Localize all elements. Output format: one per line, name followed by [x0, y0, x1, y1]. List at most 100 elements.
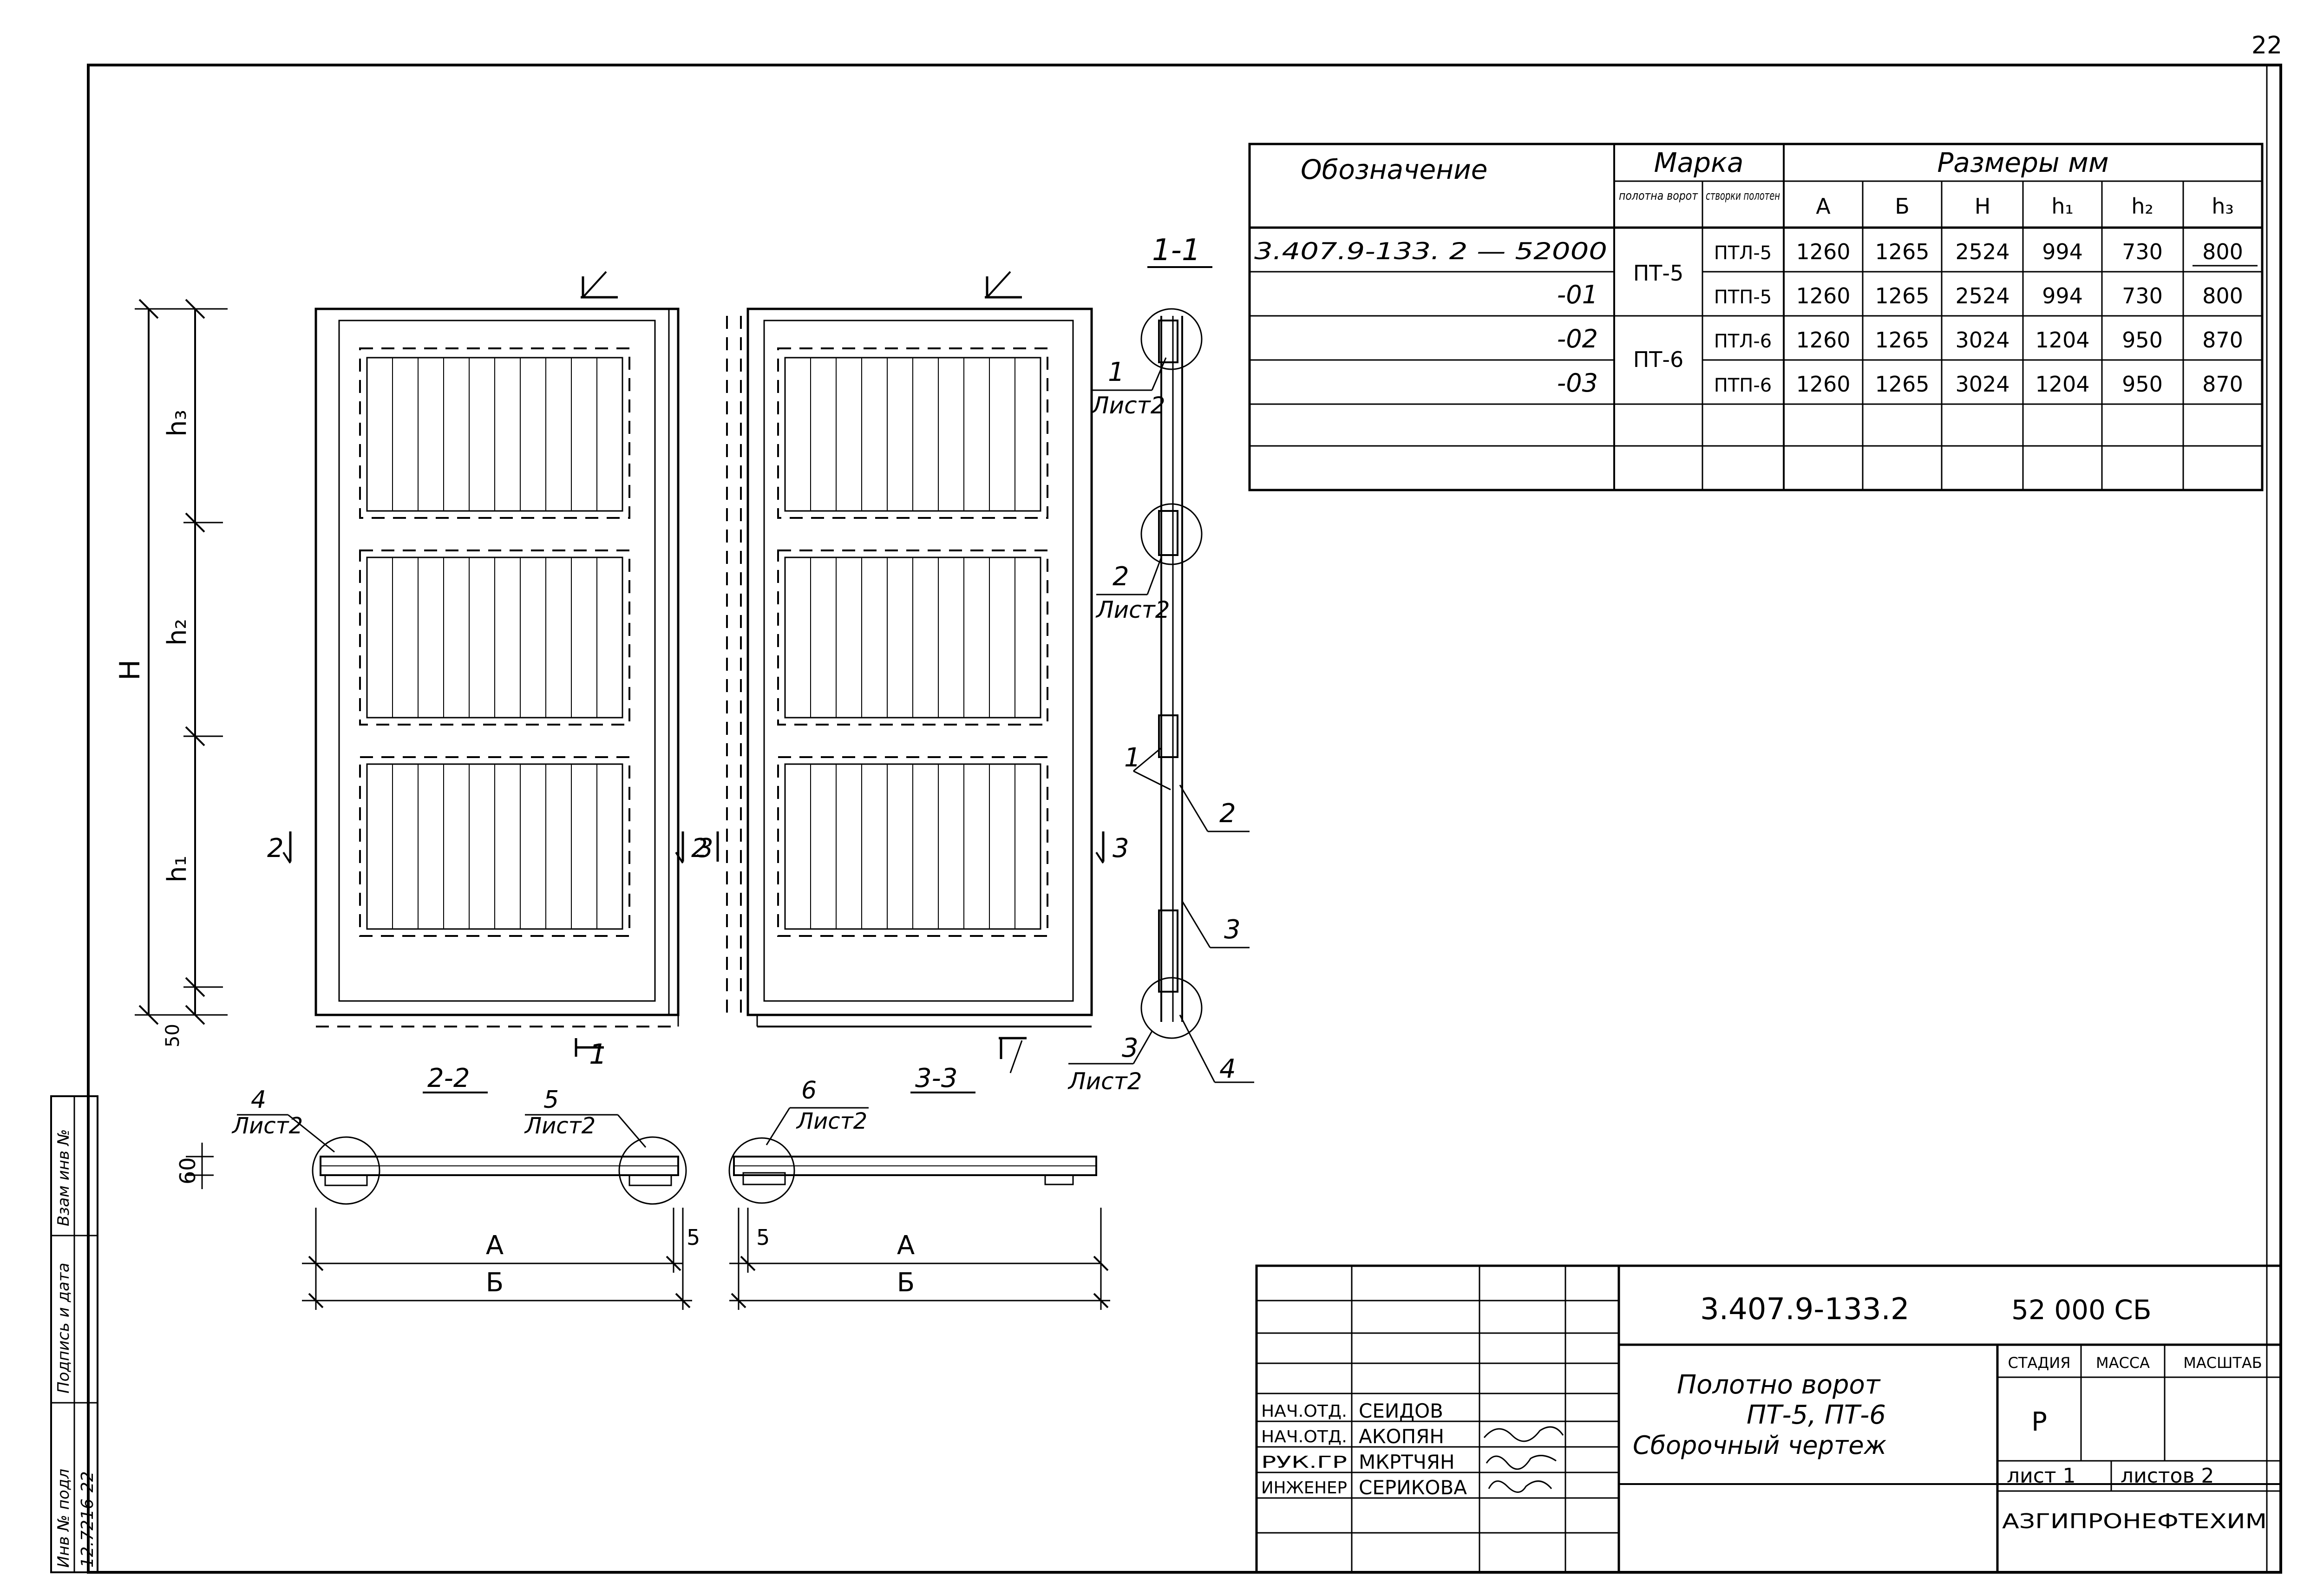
section-cut-2-label: 2: [267, 833, 284, 863]
spec-cell: 994: [2042, 283, 2083, 308]
section-2-callout-5-sheet: Лист2: [524, 1113, 596, 1139]
sheet-frame: 22: [87, 32, 2282, 1574]
spec-cell: 1265: [1875, 372, 1929, 397]
title-sheet: лист 1: [2007, 1464, 2076, 1488]
gate-leaf-right: 3 3: [697, 271, 1129, 1073]
spec-header-marka-sub1: полотна ворот: [1619, 189, 1698, 203]
callout-1-label: 1: [1108, 357, 1125, 387]
title-sheets-total: листов 2: [2121, 1464, 2214, 1488]
spec-cell: 800: [2202, 239, 2243, 264]
spec-row-designation: -01: [1557, 280, 1598, 309]
staff-role: НАЧ.ОТД.: [1261, 1427, 1347, 1446]
spec-header-col-a: А: [1816, 194, 1831, 219]
spec-cell: 870: [2202, 327, 2243, 353]
callout-2-label: 2: [1113, 562, 1129, 592]
section-3-dim-5: 5: [756, 1225, 770, 1250]
spec-cell: 800: [2202, 283, 2243, 308]
side-stamp-inv-podl: Инв № подл: [54, 1469, 73, 1568]
title-stadia-label: СТАДИЯ: [2008, 1354, 2071, 1372]
section-2-callout-4-sheet: Лист2: [231, 1113, 303, 1139]
spec-cell: 3024: [1955, 327, 2009, 353]
title-line-1: Полотно ворот: [1677, 1370, 1881, 1400]
spec-row-stvorka: ПТЛ-5: [1714, 242, 1772, 264]
spec-cell: 1265: [1875, 327, 1929, 353]
spec-cell: 950: [2122, 327, 2163, 353]
spec-header-sizes: Размеры мм: [1937, 147, 2108, 178]
spec-cell: 1260: [1796, 239, 1850, 264]
signature-marks: [1483, 1426, 1564, 1493]
staff-name: СЕРИКОВА: [1359, 1476, 1467, 1499]
callout-2-right: 2: [1219, 798, 1236, 829]
title-doc-number: 52 000 СБ: [2011, 1294, 2152, 1326]
spec-row-stvorka: ПТП-6: [1714, 375, 1772, 396]
section-2-dim-B: Б: [486, 1268, 504, 1298]
title-block: 3.407.9-133.2 52 000 СБ Полотно ворот ПТ…: [1255, 1264, 2282, 1574]
spec-row-designation: -02: [1557, 324, 1598, 353]
section-2-dim-A: А: [486, 1230, 504, 1261]
dim-label-60: 60: [175, 1157, 200, 1184]
title-masshtab-label: МАСШТАБ: [2183, 1354, 2262, 1372]
staff-name: АКОПЯН: [1359, 1425, 1444, 1448]
dim-label-h1: h₁: [162, 856, 192, 883]
spec-header-designation: Обозначение: [1301, 154, 1487, 185]
spec-header-col-b: Б: [1895, 194, 1910, 219]
section-3-dim-A: А: [897, 1230, 915, 1261]
spec-cell: 1204: [2035, 327, 2089, 353]
spec-cell: 1265: [1875, 283, 1929, 308]
side-stamp-podpis: Подпись и дата: [54, 1262, 73, 1393]
section-3-dim-B: Б: [897, 1268, 915, 1298]
spec-row-stvorka: ПТЛ-6: [1714, 331, 1772, 352]
callout-2-sheet: Лист2: [1095, 596, 1170, 623]
side-stamp-vzam: Взам инв №: [54, 1129, 73, 1226]
section-3-3-title: 3-3: [915, 1063, 957, 1093]
dimension-chain-vertical: Н h₃ h₂ h₁ 50: [114, 299, 228, 1047]
dim-label-h3: h₃: [162, 410, 192, 437]
section-2-callout-5: 5: [543, 1086, 559, 1114]
gate-leaf-left: 2 2 1: [267, 271, 708, 1071]
dim-label-H: Н: [114, 660, 146, 680]
callout-3-sheet: Лист2: [1067, 1068, 1142, 1095]
side-stamp-inv-value: 12.7216-22: [78, 1471, 97, 1568]
section-3-callout-6: 6: [801, 1077, 817, 1105]
spec-cell: 950: [2122, 372, 2163, 397]
callout-4-label: 4: [1219, 1054, 1236, 1084]
section-2-2-title: 2-2: [427, 1063, 470, 1093]
section-2-callout-4: 4: [251, 1086, 266, 1114]
side-stamp: Взам инв № Подпись и дата Инв № подл 12.…: [50, 1095, 98, 1573]
staff-role: ИНЖЕНЕР: [1261, 1478, 1347, 1498]
callout-1-sheet: Лист2: [1091, 392, 1165, 419]
callout-1-lower: 1: [1124, 743, 1141, 773]
title-organization: АЗГИПРОНЕФТЕХИМ: [2002, 1510, 2267, 1533]
section-cut-3-label: 3: [697, 833, 713, 863]
staff-role: РУК.ГР: [1261, 1453, 1347, 1472]
title-doc-code: 3.407.9-133.2: [1700, 1292, 1910, 1327]
spec-cell: 2524: [1955, 239, 2009, 264]
section-3-callout-6-sheet: Лист2: [796, 1108, 867, 1134]
spec-cell: 1260: [1796, 327, 1850, 353]
title-line-2: ПТ-5, ПТ-6: [1747, 1400, 1886, 1430]
spec-table: Обозначение Марка полотна ворот створки …: [1248, 143, 2264, 491]
spec-marka-pt5: ПТ-5: [1633, 261, 1684, 286]
spec-header-marka-sub2: створки полотен: [1706, 189, 1780, 203]
spec-cell: 730: [2122, 283, 2163, 308]
staff-role: НАЧ.ОТД.: [1261, 1402, 1347, 1421]
dim-label-h2: h₂: [162, 619, 192, 646]
spec-cell: 730: [2122, 239, 2163, 264]
spec-header-col-h: Н: [1975, 194, 1991, 219]
title-line-3: Сборочный чертеж: [1633, 1431, 1887, 1460]
staff-name: СЕИДОВ: [1359, 1400, 1443, 1422]
staff-name: МКРТЧЯН: [1359, 1451, 1455, 1473]
spec-cell: 3024: [1955, 372, 2009, 397]
spec-cell: 994: [2042, 239, 2083, 264]
spec-header-marka: Марка: [1654, 147, 1744, 178]
dim-label-50: 50: [162, 1024, 183, 1047]
spec-row-stvorka: ПТП-5: [1714, 287, 1772, 308]
spec-marka-pt6: ПТ-6: [1633, 347, 1684, 372]
section-2-dim-5: 5: [687, 1225, 700, 1250]
section-2-2: 2-2 4 Лист2 5 Лист2 60 А Б 5: [175, 1063, 700, 1310]
title-massa-label: МАССА: [2096, 1354, 2150, 1372]
spec-cell: 1265: [1875, 239, 1929, 264]
spec-cell: 1204: [2035, 372, 2089, 397]
spec-cell: 2524: [1955, 283, 2009, 308]
